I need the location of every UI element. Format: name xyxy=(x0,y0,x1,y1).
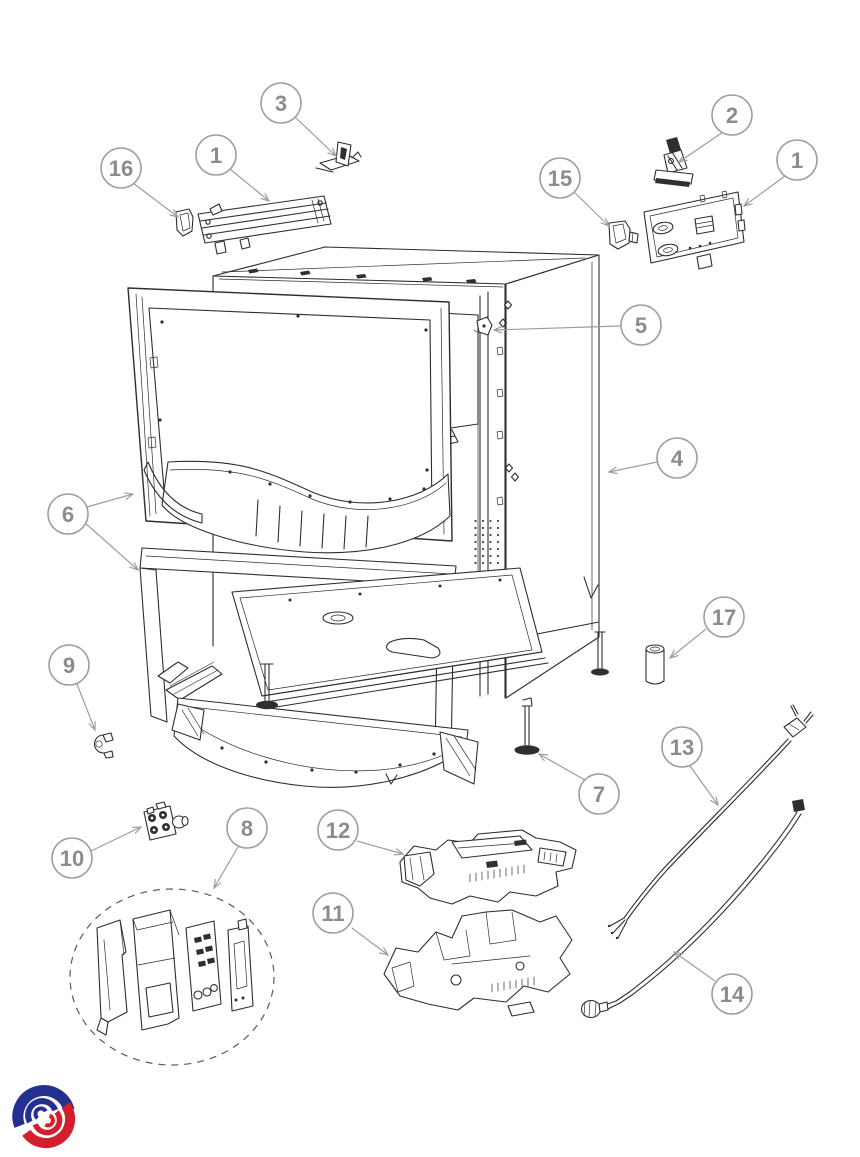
svg-text:11: 11 xyxy=(321,901,344,926)
svg-text:1: 1 xyxy=(210,143,222,168)
part-drain-hose xyxy=(580,799,805,1019)
part-top-rail-right xyxy=(643,190,746,270)
part-top-rail-left xyxy=(197,195,332,255)
part-hinge-bracket xyxy=(653,137,694,187)
callout-2[interactable]: 2 xyxy=(711,94,753,136)
svg-text:1: 1 xyxy=(791,148,803,173)
part-control-module-group xyxy=(69,888,275,1066)
svg-text:7: 7 xyxy=(593,782,605,807)
callout-7[interactable]: 7 xyxy=(578,773,620,815)
callout-14[interactable]: 14 xyxy=(711,973,753,1015)
svg-text:4: 4 xyxy=(671,446,684,471)
part-leveling-feet xyxy=(256,631,609,755)
svg-text:10: 10 xyxy=(60,846,84,871)
part-corner-bracket-top xyxy=(315,141,362,173)
part-end-clip-right xyxy=(608,220,639,250)
svg-text:16: 16 xyxy=(109,156,133,181)
part-sump-housing-lower xyxy=(383,909,573,1017)
svg-text:12: 12 xyxy=(326,818,350,843)
callout-8[interactable]: 8 xyxy=(226,807,268,849)
svg-text:2: 2 xyxy=(726,103,738,128)
callout-1-right[interactable]: 1 xyxy=(776,139,818,181)
part-side-clip xyxy=(473,316,493,336)
svg-text:14: 14 xyxy=(720,982,745,1007)
callout-15[interactable]: 15 xyxy=(539,157,581,199)
callout-17[interactable]: 17 xyxy=(703,596,745,638)
callout-3[interactable]: 3 xyxy=(260,82,302,124)
svg-text:15: 15 xyxy=(548,166,572,191)
part-clamp xyxy=(93,732,114,759)
callout-1-left[interactable]: 1 xyxy=(195,134,237,176)
leader-lines xyxy=(76,116,786,982)
svg-text:17: 17 xyxy=(712,605,736,630)
svg-text:6: 6 xyxy=(62,502,74,527)
part-upper-frame xyxy=(127,287,453,554)
callout-4[interactable]: 4 xyxy=(656,437,698,479)
svg-text:5: 5 xyxy=(635,313,647,338)
callout-6[interactable]: 6 xyxy=(47,493,89,535)
svg-text:8: 8 xyxy=(241,816,253,841)
callouts: 3 16 1 2 15 1 5 4 xyxy=(47,82,818,1015)
svg-text:3: 3 xyxy=(275,91,287,116)
callout-9[interactable]: 9 xyxy=(48,644,90,686)
part-lower-frame-base xyxy=(139,547,549,788)
part-sump-housing-upper xyxy=(399,829,577,905)
svg-text:13: 13 xyxy=(670,735,694,760)
callout-10[interactable]: 10 xyxy=(51,837,93,879)
part-spacer-cylinder xyxy=(645,644,665,685)
part-valve-switch xyxy=(143,801,189,841)
part-power-cord xyxy=(607,704,814,940)
callout-13[interactable]: 13 xyxy=(661,726,703,768)
callout-5[interactable]: 5 xyxy=(620,304,662,346)
callout-16[interactable]: 16 xyxy=(100,147,142,189)
svg-text:9: 9 xyxy=(63,653,75,678)
callout-12[interactable]: 12 xyxy=(317,809,359,851)
swirl-logo xyxy=(12,1085,76,1149)
part-end-clip-left xyxy=(175,208,194,237)
callout-11[interactable]: 11 xyxy=(312,892,354,934)
